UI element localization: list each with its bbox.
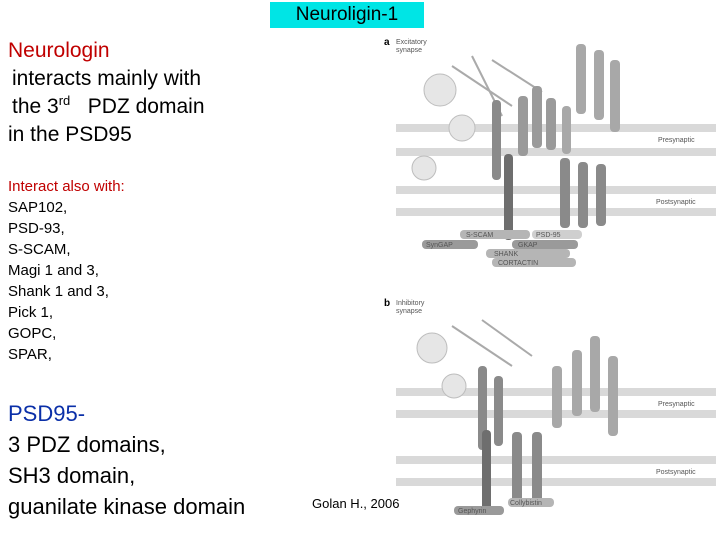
list-item: guanilate kinase domain [8,494,246,519]
nmdar-protein [560,158,570,228]
neurexin-protein [494,376,503,446]
list-item: GOPC, [8,325,57,342]
list-item: PSD-93, [8,220,65,237]
cortactin-bar [492,258,576,267]
panel-a-title-2: synapse [396,47,422,54]
presynaptic-label: Presynaptic [658,401,695,408]
shank-label: SHANK [494,251,518,258]
mint1-protein [532,86,542,148]
citation: Golan H., 2006 [312,496,400,511]
panel-b-title-1: Inhibitory [396,300,425,307]
panel-a-title-1: Excitatory [396,39,427,46]
syngap-label: SynGAP [426,242,453,249]
postsynaptic-membrane [396,208,716,216]
list-item: SPAR, [8,346,52,363]
synaptic-protein [590,336,600,412]
synapse-figure: a Excitatory synapse Presynaptic Postsyn… [384,37,716,515]
panel-a-letter: a [384,37,390,48]
s-scam-label: S-SCAM [466,232,493,239]
intro-line-2: the 3rd PDZ domain [8,93,205,121]
actin-filament [491,59,543,93]
synaptic-protein [552,366,562,428]
slide-title: Neuroligin-1 [270,2,424,28]
interact-heading: Interact also with: [8,178,125,195]
gephyrin-label: Gephyrin [458,508,487,515]
synaptic-protein [610,60,620,132]
synapsin-protein [562,106,571,154]
list-item: 3 PDZ domains, [8,432,166,457]
intro-text: Neurologin interacts mainly with the 3rd… [8,37,205,149]
postsynaptic-label: Postsynaptic [656,469,696,476]
neurexin-protein [478,366,487,450]
synaptic-protein [608,356,618,436]
cortactin-label: CORTACTIN [498,260,538,267]
gkap-label: GKAP [518,242,538,249]
psd95-section: PSD95- 3 PDZ domains, SH3 domain, guanil… [8,398,245,522]
postsynaptic-label: Postsynaptic [656,199,696,206]
panel-b-title-2: synapse [396,308,422,315]
psd95-bar [532,230,582,239]
vesicle [411,155,437,181]
ampar-protein [578,162,588,228]
gabar-protein [512,432,522,502]
cask-protein [518,96,528,156]
syntaxin-protein [576,44,586,114]
velis-protein [546,98,556,150]
psd95-heading: PSD95- [8,401,86,426]
gabar-protein [532,432,542,502]
vesicle [416,332,448,364]
intro-line-2-end: PDZ domain [87,95,205,118]
presynaptic-membrane [396,148,716,156]
s-scam-bar [460,230,530,239]
list-item: SH3 domain, [8,463,136,488]
syngap-bar [422,240,478,249]
psd95-label: PSD-95 [536,232,561,239]
intro-line-3: in the PSD95 [8,123,132,146]
panel-b-letter: b [384,298,390,309]
intro-line-1: interacts mainly with [12,67,202,90]
ampar-protein [596,164,606,226]
actin-filament [481,319,533,357]
list-item: Magi 1 and 3, [8,262,99,279]
synaptic-protein [594,50,604,120]
neurexin-protein [492,100,501,180]
gkap-bar [512,240,578,249]
synaptic-protein [572,350,582,416]
postsynaptic-membrane [396,186,716,194]
intro-line-2-start: the 3 [12,95,59,118]
ordinal-suffix: rd [58,93,71,108]
list-item: Shank 1 and 3, [8,283,109,300]
actin-filament [451,325,513,367]
vesicle [448,114,476,142]
neuroligin-2-protein [482,430,491,510]
list-item: SAP102, [8,199,68,216]
gephyrin-bar [454,506,504,515]
interact-list: Interact also with: SAP102, PSD-93, S-SC… [8,176,125,365]
postsynaptic-membrane [396,456,716,464]
vesicle [441,373,467,399]
presynaptic-label: Presynaptic [658,137,695,144]
list-item: Pick 1, [8,304,54,321]
collybistin-label: Collybistin [510,500,542,507]
actin-filament [451,65,513,107]
list-item: S-SCAM, [8,241,71,258]
shank-bar [486,249,570,258]
postsynaptic-membrane [396,478,716,486]
vesicle [423,73,457,107]
neuroligin-protein [504,154,513,240]
intro-heading: Neurologin [8,39,110,62]
collybistin-bar [508,498,554,507]
